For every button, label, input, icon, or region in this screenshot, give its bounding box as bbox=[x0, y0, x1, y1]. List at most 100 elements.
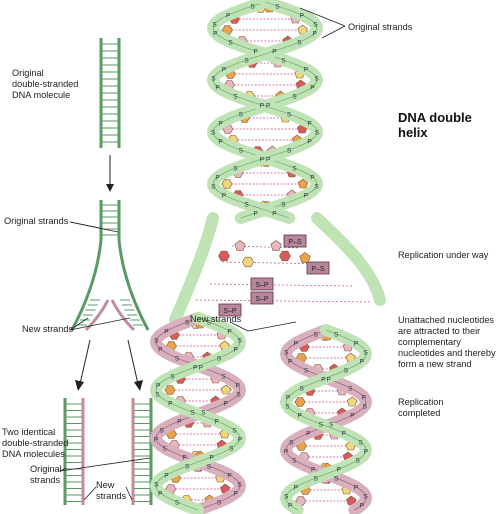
backbone-letter: P bbox=[164, 329, 168, 336]
backbone-letter: P bbox=[288, 503, 292, 510]
label-new-strands-center: New strands bbox=[190, 314, 242, 324]
backbone-letter: S bbox=[292, 166, 297, 173]
backbone-letter: P bbox=[354, 485, 358, 492]
backbone-letter: P bbox=[272, 211, 276, 218]
label-original-strands-bottom: Original strands bbox=[30, 464, 62, 485]
backbone-letter: S bbox=[314, 184, 319, 191]
backbone-letter: S bbox=[207, 464, 212, 471]
label-replication-completed: Replication completed bbox=[398, 397, 444, 418]
backbone-letter: S bbox=[155, 392, 160, 399]
backbone-letter: S bbox=[297, 40, 302, 47]
free-nucleotide: S–P bbox=[250, 277, 274, 291]
backbone-letter: S bbox=[217, 356, 222, 363]
nucleotide-base bbox=[222, 25, 233, 35]
free-base bbox=[242, 256, 254, 268]
backbone-letter: S bbox=[299, 386, 304, 393]
backbone-letter: P bbox=[312, 31, 316, 38]
backbone-letter: P bbox=[156, 383, 160, 390]
backbone-letter: P bbox=[294, 485, 298, 492]
backbone-letter: S bbox=[289, 440, 294, 447]
nucleotide-box bbox=[250, 291, 274, 305]
nucleotide-base bbox=[295, 496, 307, 506]
backbone-letter: P bbox=[238, 437, 242, 444]
backbone-letter: S bbox=[244, 202, 249, 209]
backbone-letter: P bbox=[253, 49, 257, 56]
backbone-letter: P bbox=[297, 413, 301, 420]
backbone-letter: S bbox=[287, 148, 292, 155]
backbone-letter: S bbox=[201, 410, 206, 417]
nucleotide-label: P–S bbox=[311, 266, 325, 273]
backbone-letter: S bbox=[154, 338, 159, 345]
backbone-letter: S bbox=[319, 422, 324, 429]
backbone-letter: S bbox=[175, 500, 180, 507]
nucleotide-base bbox=[220, 384, 232, 395]
backbone-letter: P bbox=[226, 13, 230, 20]
backbone-letter: P bbox=[304, 67, 308, 74]
hydrogen-bond bbox=[209, 283, 353, 287]
backbone-letter: S bbox=[170, 374, 175, 381]
backbone-letter: P bbox=[286, 395, 290, 402]
backbone-letter: P bbox=[354, 341, 358, 348]
backbone-letter: P bbox=[199, 365, 203, 372]
backbone-letter: P bbox=[350, 413, 354, 420]
backbone-letter: P bbox=[260, 157, 264, 164]
backbone-letter: S bbox=[363, 350, 368, 357]
backbone-letter: S bbox=[281, 58, 286, 65]
backbone-letter: P bbox=[253, 211, 257, 218]
backbone-letter: P bbox=[215, 175, 219, 182]
backbone-letter: S bbox=[211, 184, 216, 191]
nucleotide-base bbox=[164, 385, 176, 395]
backbone-letter: S bbox=[284, 494, 289, 501]
backbone-letter: S bbox=[207, 320, 212, 327]
backbone-letter: S bbox=[275, 4, 280, 11]
backbone-letter: P bbox=[266, 103, 270, 110]
backbone-letter: S bbox=[334, 332, 339, 339]
nucleotide-box bbox=[218, 303, 242, 317]
backbone-letter: P bbox=[326, 377, 330, 384]
backbone-letter: S bbox=[284, 350, 289, 357]
backbone-letter: P bbox=[288, 359, 292, 366]
backbone-letter: P bbox=[311, 467, 315, 474]
backbone-letter: S bbox=[211, 76, 216, 83]
backbone-letter: S bbox=[281, 202, 286, 209]
backbone-letter: P bbox=[164, 473, 168, 480]
dna-strand bbox=[169, 212, 219, 326]
backbone-letter: S bbox=[292, 94, 297, 101]
diagram-title: DNA double helix bbox=[398, 110, 472, 140]
backbone-letter: S bbox=[314, 76, 319, 83]
nucleotide-box bbox=[283, 234, 307, 248]
backbone-letter: P bbox=[154, 437, 158, 444]
backbone-letter: S bbox=[363, 494, 368, 501]
nucleotide-label: P–S bbox=[288, 239, 302, 246]
backbone-letter: P bbox=[222, 193, 226, 200]
backbone-letter: S bbox=[159, 428, 164, 435]
backbone-letter: P bbox=[215, 85, 219, 92]
label-original-strands-left: Original strands bbox=[4, 216, 69, 226]
backbone-letter: S bbox=[217, 500, 222, 507]
label-two-identical: Two identical double-stranded DNA molecu… bbox=[2, 427, 69, 459]
label-new-strands-bottom: New strands bbox=[96, 480, 127, 501]
backbone-letter: P bbox=[310, 175, 314, 182]
backbone-letter: S bbox=[236, 392, 241, 399]
nucleotide-box bbox=[250, 277, 274, 291]
label-original-molecule: Original double-stranded DNA molecule bbox=[12, 68, 79, 100]
nucleotide-base bbox=[346, 396, 358, 407]
left-leader-lines bbox=[59, 221, 151, 501]
backbone-letter: P bbox=[218, 121, 222, 128]
backbone-letter: S bbox=[285, 404, 290, 411]
backbone-letter: S bbox=[292, 458, 297, 465]
free-base bbox=[270, 240, 282, 251]
backbone-letter: S bbox=[175, 356, 180, 363]
backbone-letter: S bbox=[221, 374, 226, 381]
backbone-letter: P bbox=[233, 347, 237, 354]
backbone-letter: P bbox=[306, 431, 310, 438]
backbone-letter: P bbox=[360, 359, 364, 366]
free-base bbox=[299, 252, 311, 263]
backbone-letter: S bbox=[228, 40, 233, 47]
backbone-letter: S bbox=[163, 446, 168, 453]
backbone-letter: S bbox=[185, 320, 190, 327]
backbone-letter: S bbox=[212, 22, 217, 29]
backbone-letter: S bbox=[287, 112, 292, 119]
